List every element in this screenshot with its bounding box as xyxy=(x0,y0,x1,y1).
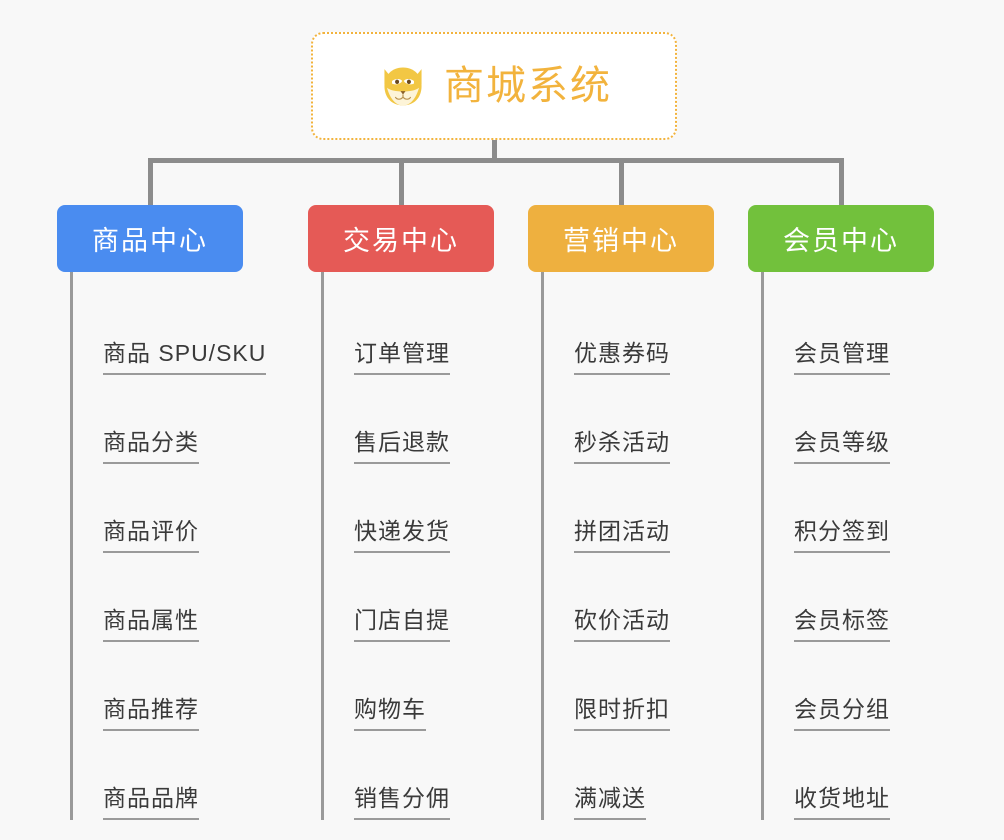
connector-drop-product-center xyxy=(148,158,153,206)
list-item[interactable]: 商品品牌 xyxy=(73,731,243,820)
leaf-label: 砍价活动 xyxy=(574,606,670,642)
leaf-label: 商品属性 xyxy=(103,606,199,642)
leaf-label: 拼团活动 xyxy=(574,517,670,553)
leaf-label: 会员分组 xyxy=(794,695,890,731)
list-item[interactable]: 商品属性 xyxy=(73,553,243,642)
list-item[interactable]: 售后退款 xyxy=(324,375,494,464)
list-item[interactable]: 优惠券码 xyxy=(544,286,714,375)
list-item[interactable]: 商品评价 xyxy=(73,464,243,553)
list-item[interactable]: 购物车 xyxy=(324,642,494,731)
branch-product-center: 商品中心 商品 SPU/SKU 商品分类 商品评价 商品属性 商品推荐 商品品牌 xyxy=(57,205,267,820)
list-item[interactable]: 拼团活动 xyxy=(544,464,714,553)
root-title: 商城系统 xyxy=(444,64,612,108)
category-header-member-center[interactable]: 会员中心 xyxy=(748,205,934,272)
list-item[interactable]: 积分签到 xyxy=(764,464,934,553)
connector-root-stem xyxy=(492,140,497,162)
list-item[interactable]: 订单管理 xyxy=(324,286,494,375)
leaf-label: 商品 SPU/SKU xyxy=(103,339,267,375)
connector-horizontal-bus xyxy=(148,158,844,163)
category-label: 交易中心 xyxy=(343,226,459,256)
leaf-list-marketing-center: 优惠券码 秒杀活动 拼团活动 砍价活动 限时折扣 满减送 xyxy=(541,272,714,820)
list-item[interactable]: 秒杀活动 xyxy=(544,375,714,464)
leaf-label: 销售分佣 xyxy=(354,784,450,820)
category-header-product-center[interactable]: 商品中心 xyxy=(57,205,243,272)
category-label: 营销中心 xyxy=(563,226,679,256)
leaf-label: 优惠券码 xyxy=(574,339,670,375)
category-label: 商品中心 xyxy=(92,226,208,256)
leaf-label: 秒杀活动 xyxy=(574,428,670,464)
connector-drop-member-center xyxy=(839,158,844,206)
leaf-label: 会员等级 xyxy=(794,428,890,464)
branch-member-center: 会员中心 会员管理 会员等级 积分签到 会员标签 会员分组 收货地址 xyxy=(748,205,934,820)
category-header-marketing-center[interactable]: 营销中心 xyxy=(528,205,714,272)
list-item[interactable]: 会员等级 xyxy=(764,375,934,464)
leaf-list-member-center: 会员管理 会员等级 积分签到 会员标签 会员分组 收货地址 xyxy=(761,272,934,820)
leaf-label: 收货地址 xyxy=(794,784,890,820)
leaf-list-product-center: 商品 SPU/SKU 商品分类 商品评价 商品属性 商品推荐 商品品牌 xyxy=(70,272,267,820)
leaf-label: 快递发货 xyxy=(354,517,450,553)
list-item[interactable]: 销售分佣 xyxy=(324,731,494,820)
leaf-list-trade-center: 订单管理 售后退款 快递发货 门店自提 购物车 销售分佣 xyxy=(321,272,494,820)
list-item[interactable]: 限时折扣 xyxy=(544,642,714,731)
list-item[interactable]: 商品推荐 xyxy=(73,642,243,731)
list-item[interactable]: 商品分类 xyxy=(73,375,243,464)
connector-drop-marketing-center xyxy=(619,158,624,206)
leaf-label: 商品品牌 xyxy=(103,784,199,820)
leaf-label: 商品推荐 xyxy=(103,695,199,731)
leaf-label: 商品评价 xyxy=(103,517,199,553)
connector-drop-trade-center xyxy=(399,158,404,206)
category-label: 会员中心 xyxy=(783,226,899,256)
list-item[interactable]: 会员分组 xyxy=(764,642,934,731)
list-item[interactable]: 会员管理 xyxy=(764,286,934,375)
leaf-label: 会员管理 xyxy=(794,339,890,375)
list-item[interactable]: 满减送 xyxy=(544,731,714,820)
list-item[interactable]: 砍价活动 xyxy=(544,553,714,642)
leaf-label: 限时折扣 xyxy=(574,695,670,731)
list-item[interactable]: 收货地址 xyxy=(764,731,934,820)
leaf-label: 订单管理 xyxy=(354,339,450,375)
leaf-label: 满减送 xyxy=(574,784,646,820)
branch-trade-center: 交易中心 订单管理 售后退款 快递发货 门店自提 购物车 销售分佣 xyxy=(308,205,494,820)
leaf-label: 商品分类 xyxy=(103,428,199,464)
leaf-label: 门店自提 xyxy=(354,606,450,642)
list-item[interactable]: 快递发货 xyxy=(324,464,494,553)
leaf-label: 购物车 xyxy=(354,695,426,731)
category-header-trade-center[interactable]: 交易中心 xyxy=(308,205,494,272)
leaf-label: 会员标签 xyxy=(794,606,890,642)
root-node[interactable]: 商城系统 xyxy=(311,32,677,140)
list-item[interactable]: 商品 SPU/SKU xyxy=(73,286,267,375)
shiba-dog-face-icon xyxy=(384,67,422,106)
leaf-label: 积分签到 xyxy=(794,517,890,553)
branch-marketing-center: 营销中心 优惠券码 秒杀活动 拼团活动 砍价活动 限时折扣 满减送 xyxy=(528,205,714,820)
list-item[interactable]: 门店自提 xyxy=(324,553,494,642)
leaf-label: 售后退款 xyxy=(354,428,450,464)
list-item[interactable]: 会员标签 xyxy=(764,553,934,642)
